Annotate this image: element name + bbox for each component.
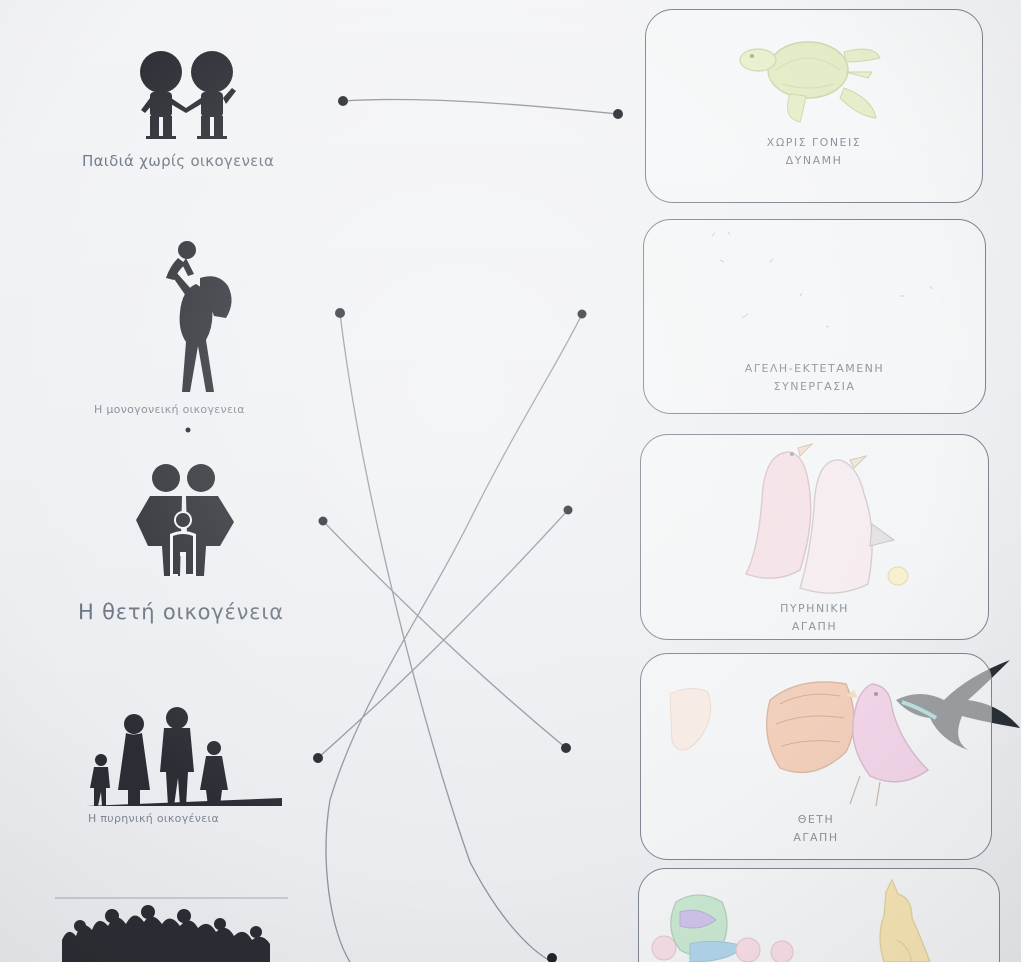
card-cropped-bottom: [638, 868, 1000, 962]
adoptive-family-icon: [136, 464, 234, 576]
label-children-without-family: Παιδιά χωρίς οικογενεια: [82, 152, 275, 170]
label-single-parent-family: Η μονογονεική οικογενεια: [94, 403, 245, 416]
dot-right-3[interactable]: [563, 505, 573, 515]
card-nuclear: ΠΥΡΗΝΙΚΗ ΑΓΑΠΗ: [640, 434, 989, 640]
wire-5: [317, 509, 569, 759]
two-children-icon: [140, 51, 236, 139]
label-nuclear-family: Η πυρηνική οικογένεια: [88, 812, 220, 825]
card-1-line-2: ΔΥΝΑΜΗ: [785, 154, 843, 167]
dot-left-2[interactable]: [335, 308, 345, 318]
card-3-line-1: ΠΥΡΗΝΙΚΗ: [780, 602, 849, 615]
dot-left-1[interactable]: [338, 96, 348, 106]
card-no-parents: ΧΩΡΙΣ ΓΟΝΕΙΣ ΔΥΝΑΜΗ: [645, 9, 983, 203]
dot-right-5[interactable]: [547, 953, 557, 962]
dot-left-3[interactable]: [318, 516, 328, 526]
nuclear-family-icon: [86, 707, 282, 806]
wire-2: [339, 312, 553, 962]
card-4-line-2: ΑΓΑΠΗ: [793, 831, 839, 844]
dot-right-1[interactable]: [613, 109, 623, 119]
card-herd-extended: ΑΓΕΛΗ-ΕΚΤΕΤΑΜΕΝΗ ΣΥΝΕΡΓΑΣΙΑ: [643, 219, 986, 414]
dot-right-4[interactable]: [561, 743, 571, 753]
card-adoptive: ΘΕΤΗ ΑΓΑΠΗ: [640, 653, 992, 860]
card-1-line-1: ΧΩΡΙΣ ΓΟΝΕΙΣ: [766, 136, 862, 149]
card-3-line-2: ΑΓΑΠΗ: [791, 620, 838, 633]
card-2-line-1: ΑΓΕΛΗ-ΕΚΤΕΤΑΜΕΝΗ: [744, 362, 885, 375]
wire-4: [322, 520, 567, 749]
wire-1: [342, 98, 619, 115]
crowd-silhouette-icon: [62, 905, 270, 962]
pencil-speck: [185, 427, 191, 433]
card-2-line-2: ΣΥΝΕΡΓΑΣΙΑ: [773, 380, 856, 393]
label-adoptive-family: Η θετή οικογένεια: [78, 600, 284, 624]
dot-right-2[interactable]: [577, 309, 587, 319]
card-4-line-1: ΘΕΤΗ: [797, 813, 835, 826]
wire-3: [325, 313, 583, 962]
mother-with-baby-icon: [166, 241, 232, 392]
dot-left-4[interactable]: [313, 753, 323, 763]
